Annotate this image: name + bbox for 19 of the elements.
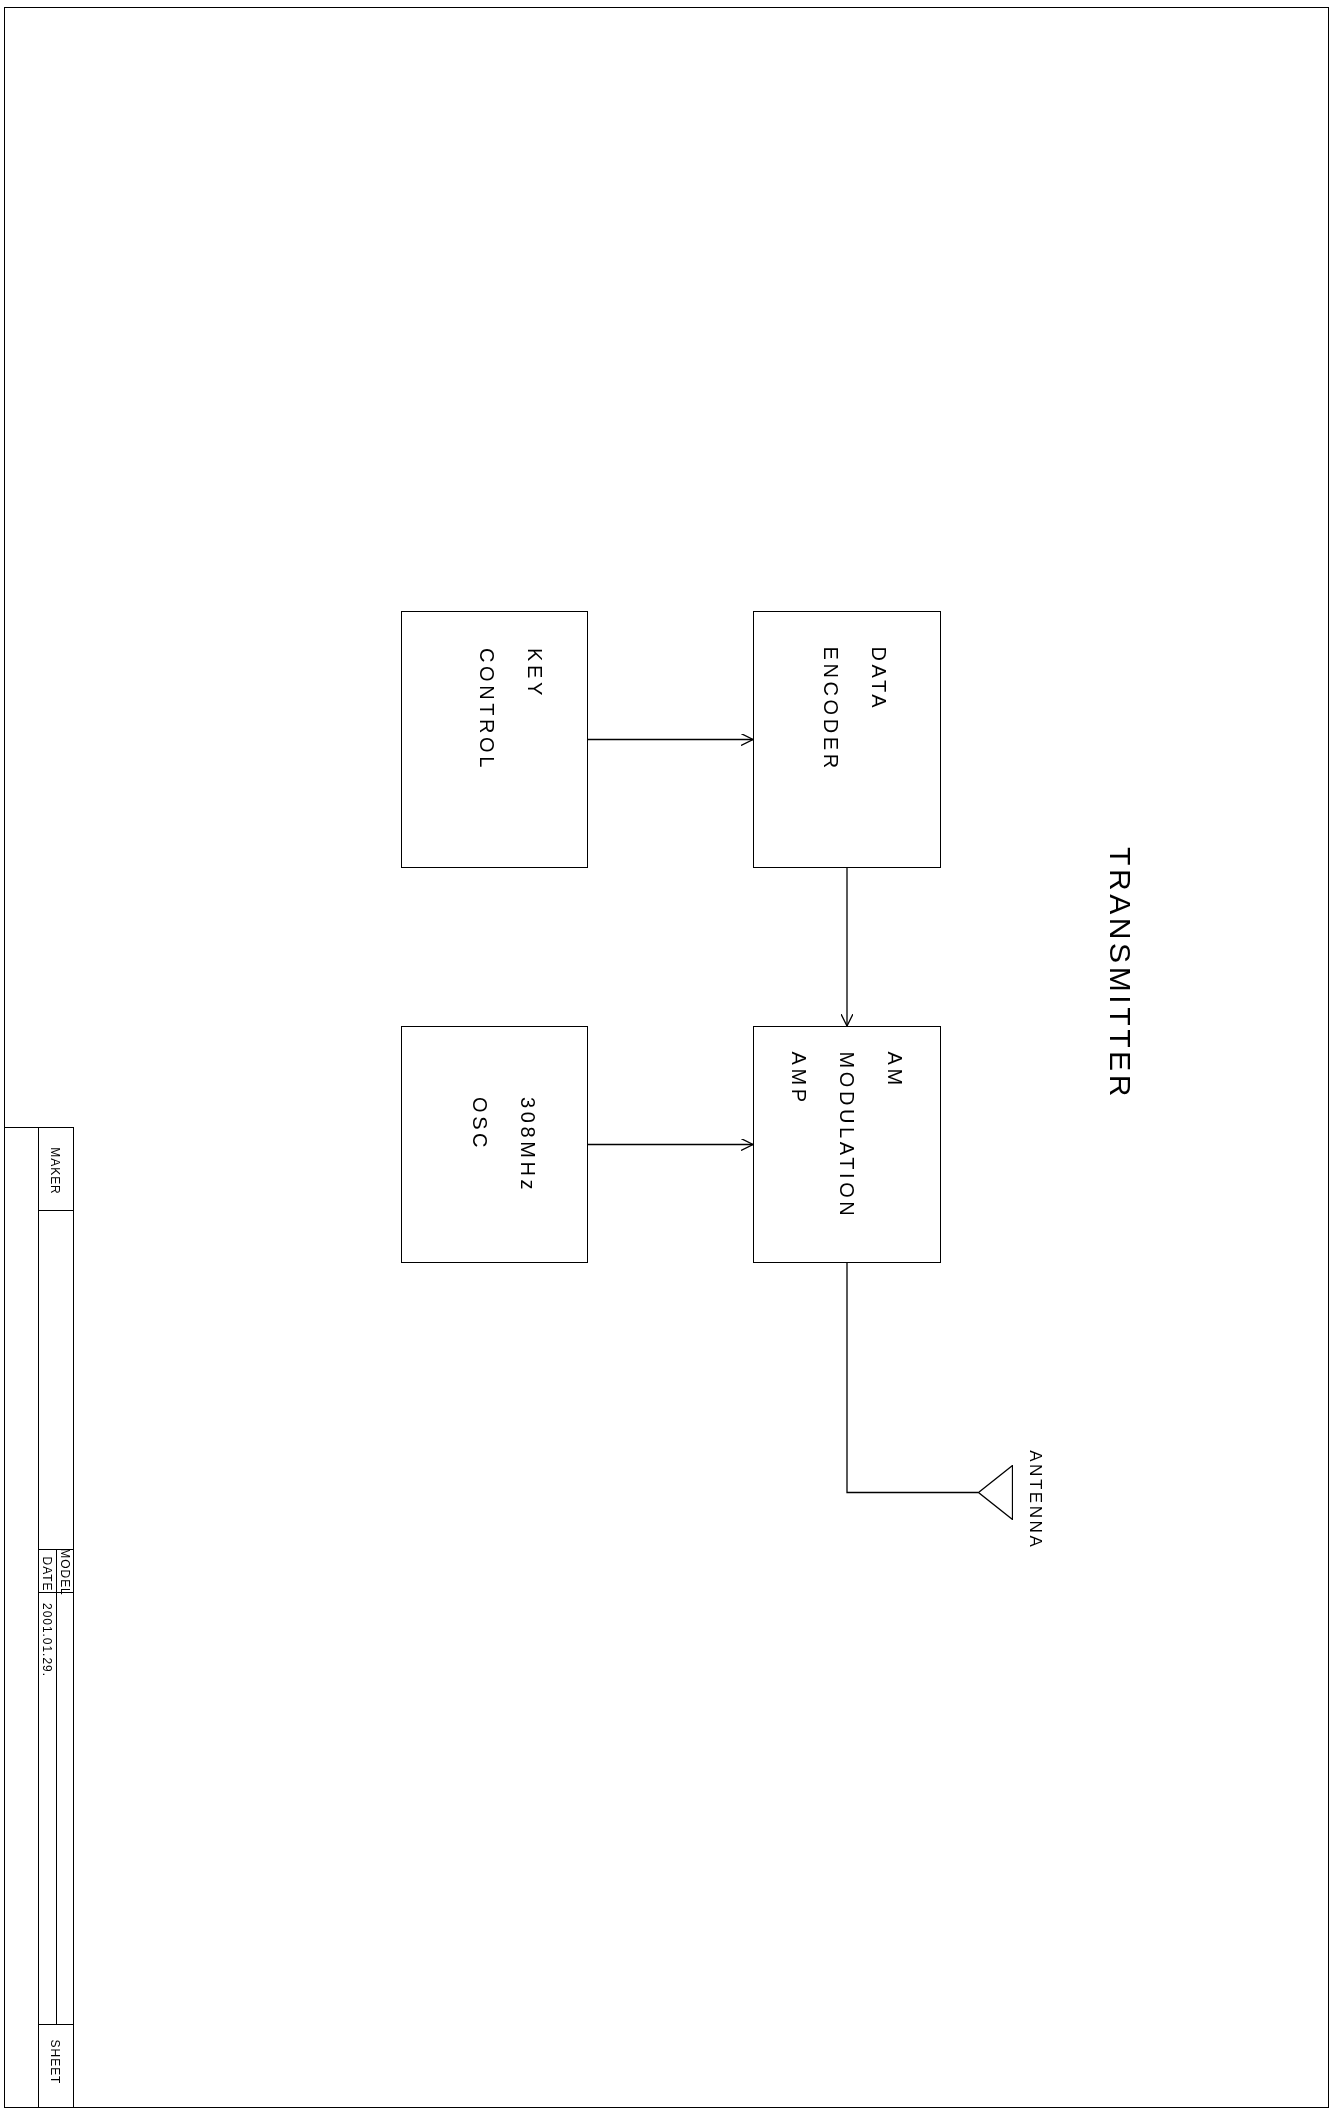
title-block-text: SHEET	[47, 2039, 63, 2085]
block-label: 308MHz OSC	[468, 1097, 540, 1194]
block-box	[401, 1026, 588, 1263]
title-block-text: DATE	[39, 1556, 55, 1592]
connector-line	[846, 1262, 979, 1494]
block-box	[753, 611, 941, 868]
block-label: KEY CONTROL	[475, 648, 547, 771]
diagram-title: TRANSMITTER	[1102, 846, 1138, 1100]
block-box	[401, 611, 588, 868]
arrow	[587, 1137, 754, 1152]
arrow	[840, 867, 854, 1027]
block-label: DATA ENCODER	[818, 646, 890, 772]
title-block-text: 2001.01.29.	[39, 1603, 55, 1677]
antenna-label: ANTENNA	[1025, 1450, 1047, 1550]
antenna-symbol	[978, 1465, 1013, 1520]
block-label: AM MODULATION AMP	[786, 1051, 906, 1219]
arrow	[587, 732, 754, 747]
block-box	[753, 1026, 941, 1263]
title-block-text: MAKER	[47, 1147, 63, 1195]
